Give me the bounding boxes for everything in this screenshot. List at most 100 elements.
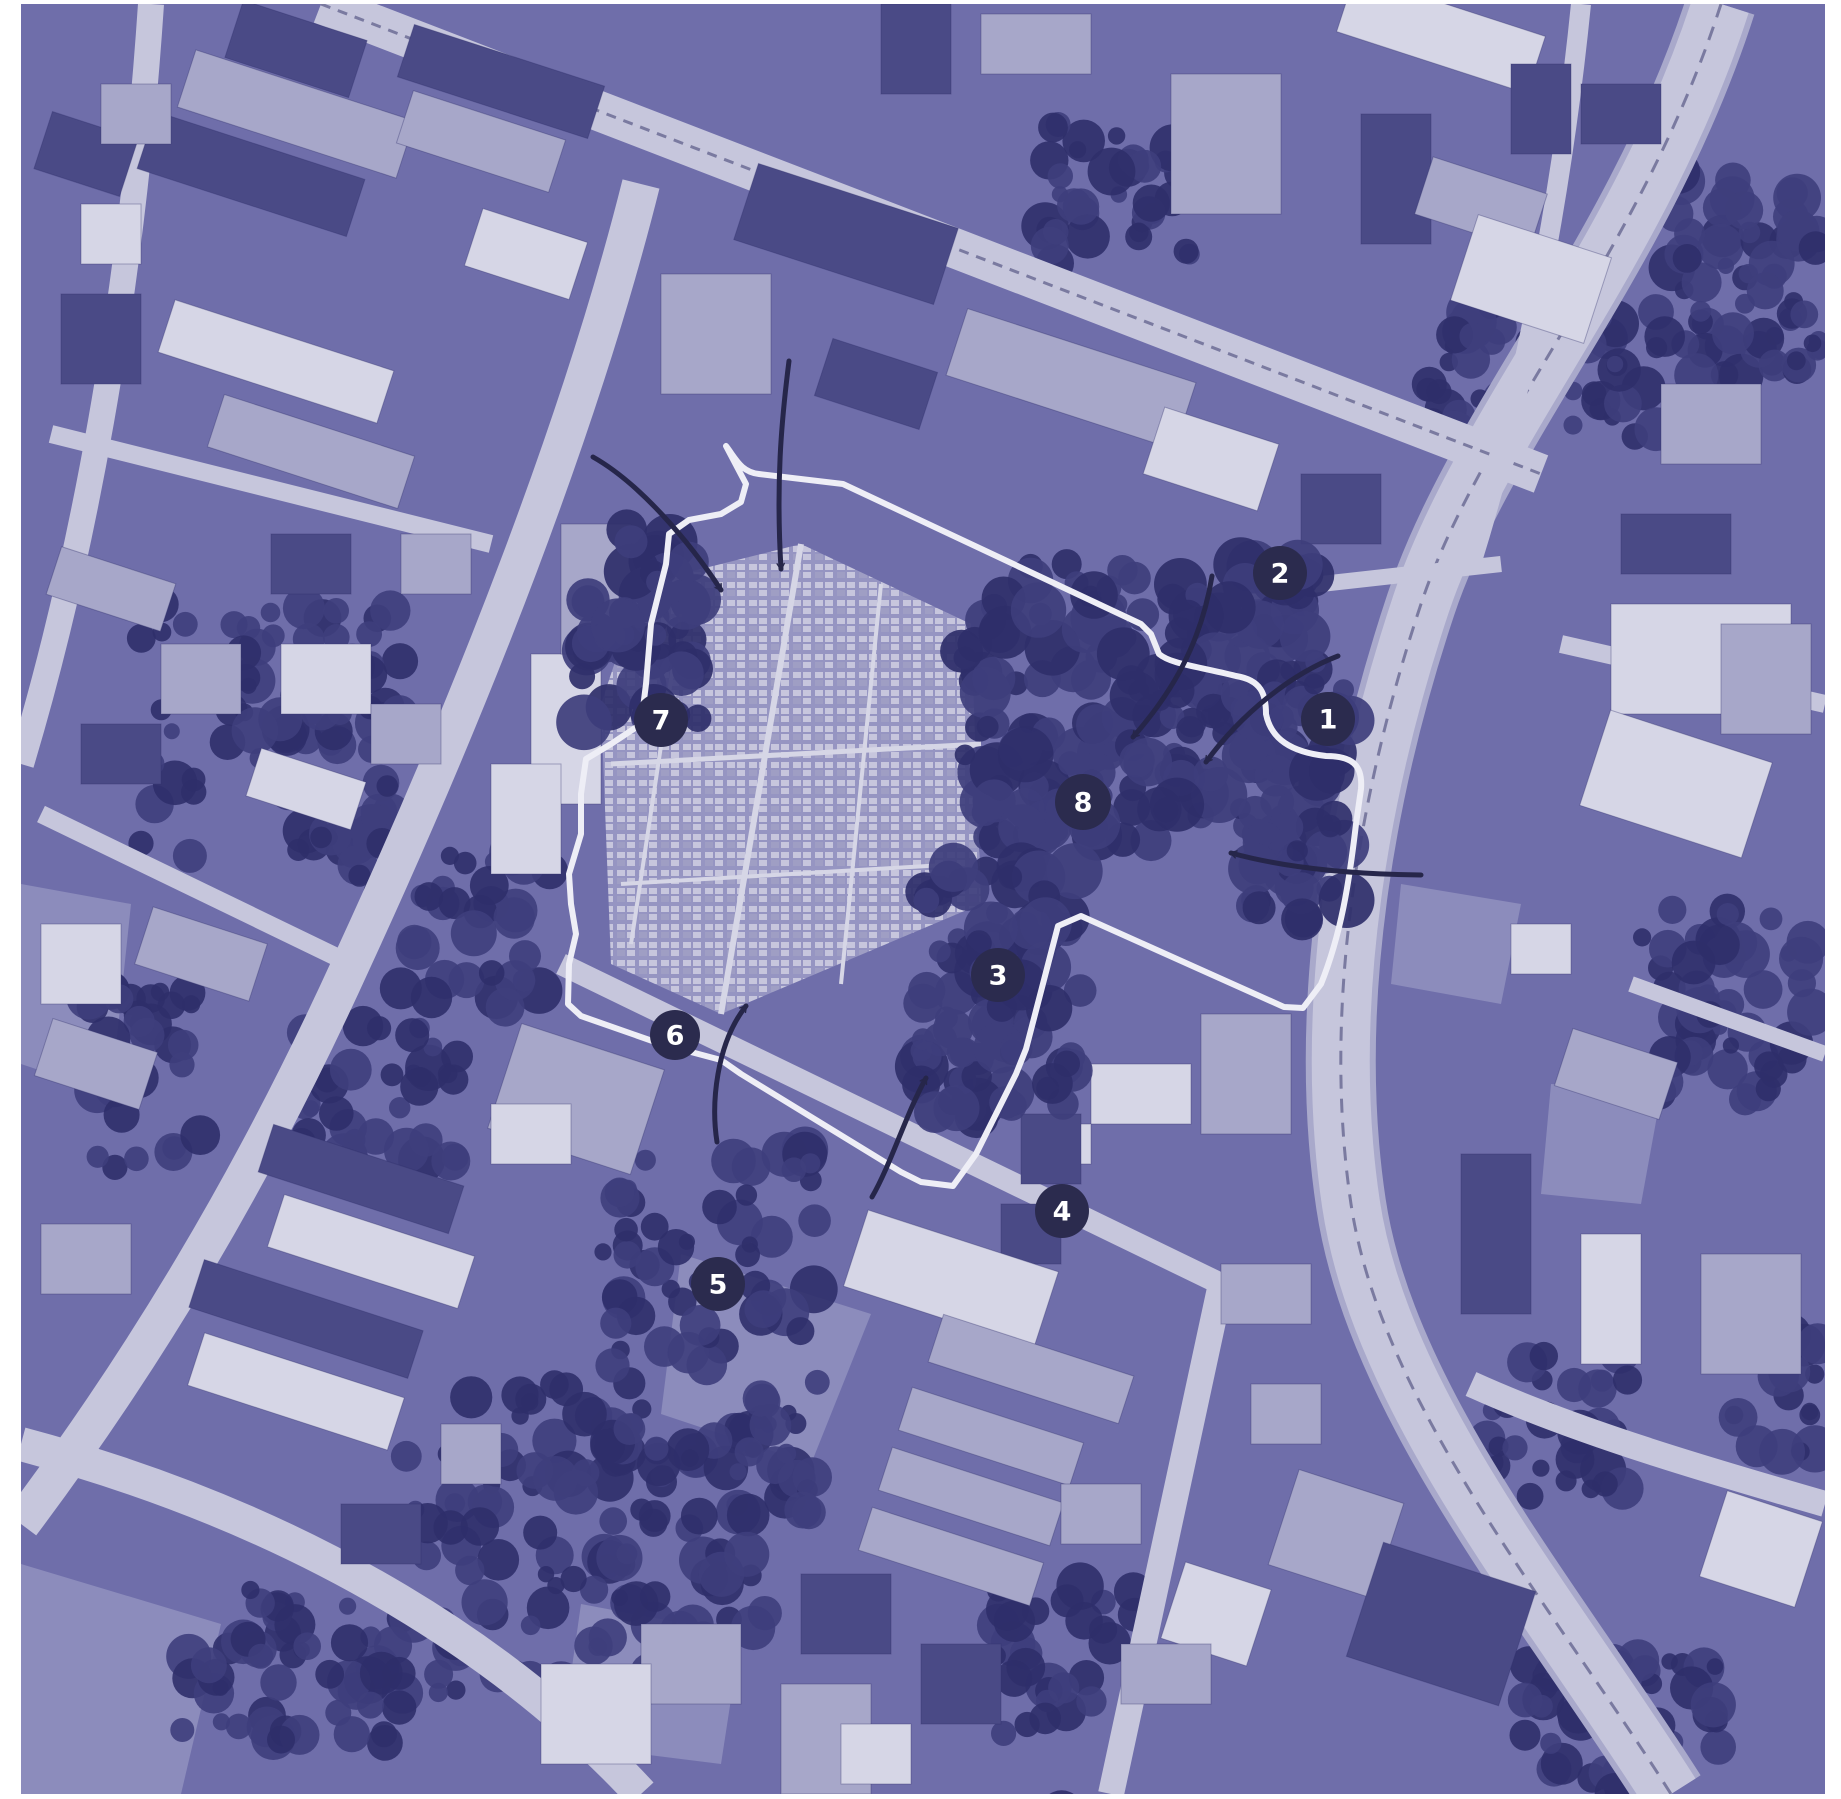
tree <box>1529 1341 1559 1371</box>
tree <box>798 1204 831 1237</box>
tree <box>376 775 399 797</box>
tree <box>726 1493 770 1537</box>
tree <box>730 1605 776 1651</box>
curved-arrow-icon <box>712 1003 749 1145</box>
tree <box>102 1154 128 1180</box>
marker-7[interactable]: 7 <box>634 693 688 747</box>
tree <box>1697 223 1744 270</box>
marker-2[interactable]: 2 <box>1253 546 1307 600</box>
tree <box>167 1029 199 1061</box>
tree <box>1502 1435 1528 1461</box>
tree <box>1706 1658 1724 1675</box>
tree <box>438 887 471 920</box>
tree <box>1672 244 1702 273</box>
tree <box>928 940 951 963</box>
tree <box>668 541 709 582</box>
tree <box>1010 582 1067 638</box>
tree <box>367 1016 392 1041</box>
tree <box>1076 704 1118 747</box>
marker-8[interactable]: 8 <box>1055 774 1111 830</box>
tree <box>912 1028 934 1051</box>
marker-1[interactable]: 1 <box>1301 692 1355 746</box>
tree <box>1604 384 1642 423</box>
tree <box>1690 1682 1736 1728</box>
tree <box>1096 627 1150 681</box>
tree <box>742 1380 780 1417</box>
building <box>463 207 589 301</box>
tree <box>150 982 170 1002</box>
tree <box>260 1664 297 1701</box>
tree <box>1076 1686 1107 1717</box>
tree <box>1797 1323 1825 1365</box>
tree <box>1286 840 1308 862</box>
marker-3[interactable]: 3 <box>971 948 1025 1002</box>
building <box>800 1573 892 1655</box>
tree <box>613 1413 646 1445</box>
building <box>224 4 368 99</box>
tree <box>1592 1471 1618 1497</box>
tree <box>961 1061 992 1092</box>
tree <box>329 1048 372 1091</box>
building <box>1620 513 1732 575</box>
tree <box>1029 1702 1061 1735</box>
tree <box>976 715 999 738</box>
building <box>1060 1483 1142 1545</box>
marker-6[interactable]: 6 <box>650 1010 700 1060</box>
tree <box>1516 1482 1544 1510</box>
tree <box>928 842 979 892</box>
building <box>1580 1233 1642 1365</box>
tree <box>537 1566 555 1583</box>
tree <box>800 1153 821 1174</box>
tree-canopy <box>66 112 1825 1794</box>
tree <box>1173 238 1199 264</box>
building <box>270 533 352 595</box>
tree <box>1729 1083 1762 1116</box>
tree <box>1049 1790 1074 1794</box>
tree <box>657 1229 695 1266</box>
tree <box>1019 897 1072 950</box>
tree <box>1722 1037 1739 1054</box>
tree <box>1606 355 1624 373</box>
tree <box>680 1497 718 1535</box>
tree <box>1164 617 1196 649</box>
tree <box>993 1600 1036 1643</box>
building <box>188 1259 424 1379</box>
tree <box>282 587 325 630</box>
tree <box>1786 351 1806 371</box>
tree <box>453 851 477 875</box>
building <box>1553 1027 1679 1121</box>
tree <box>1087 147 1136 196</box>
tree <box>1725 191 1764 230</box>
tree <box>1509 1719 1541 1751</box>
tree <box>1303 673 1325 695</box>
tree <box>556 694 612 751</box>
tree <box>293 1632 322 1660</box>
tree <box>792 1457 832 1497</box>
marker-4[interactable]: 4 <box>1035 1184 1089 1238</box>
building <box>395 89 567 194</box>
tree <box>433 1510 468 1545</box>
building <box>40 1223 132 1295</box>
tree <box>240 677 257 694</box>
tree <box>1107 127 1126 145</box>
tree <box>1707 1049 1748 1090</box>
tree <box>450 1376 493 1419</box>
tree <box>997 726 1054 783</box>
building <box>842 1209 1060 1349</box>
tree <box>382 1656 416 1690</box>
tree <box>776 1443 797 1464</box>
building <box>857 1506 1045 1607</box>
tree <box>1715 162 1751 199</box>
tree <box>181 767 206 792</box>
tree <box>600 1307 632 1339</box>
tree <box>1735 293 1755 314</box>
tree <box>604 1177 635 1208</box>
tree <box>86 1145 109 1168</box>
tree <box>679 1305 721 1346</box>
marker-5[interactable]: 5 <box>691 1257 745 1311</box>
building <box>1700 1253 1802 1375</box>
access-arrows <box>590 358 1424 1200</box>
tree <box>389 1097 411 1119</box>
tree <box>123 1005 155 1038</box>
building <box>370 703 442 765</box>
